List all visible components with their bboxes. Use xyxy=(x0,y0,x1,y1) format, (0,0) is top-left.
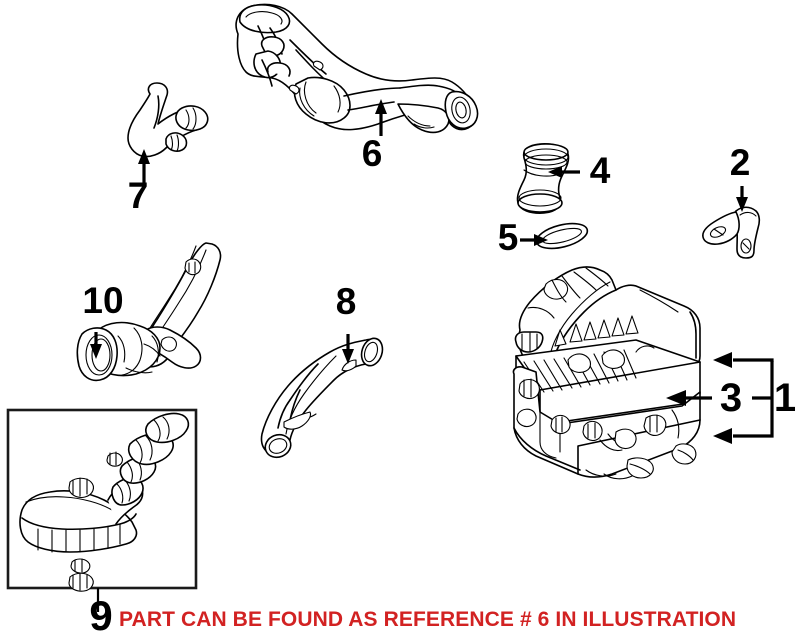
part-1-3-air-cleaner-assembly xyxy=(512,266,701,480)
callout-number-1: 1 xyxy=(774,376,796,420)
footnote-label: PART CAN BE FOUND AS REFERENCE # 6 IN IL… xyxy=(119,608,736,631)
part-10-air-inlet-snorkel xyxy=(76,242,222,382)
part-2-mounting-bracket xyxy=(702,186,761,259)
part-7-vacuum-hose-connector xyxy=(127,82,209,185)
arrowhead-7 xyxy=(138,149,150,164)
callout-number-3: 3 xyxy=(720,376,742,420)
arrowhead-1-bottom xyxy=(713,428,732,444)
part-5-seal-o-ring xyxy=(520,222,589,250)
callout-number-8: 8 xyxy=(336,281,357,322)
callout-group-1-3 xyxy=(666,352,774,444)
callout-number-7: 7 xyxy=(128,175,149,216)
resonator-ribs xyxy=(37,523,121,553)
part-4-intake-boot-sleeve xyxy=(516,143,580,214)
arrowhead-5 xyxy=(534,234,548,246)
arrowhead-10 xyxy=(90,344,102,359)
callout-number-9: 9 xyxy=(89,592,112,633)
arrowhead-1-top xyxy=(713,352,732,368)
filter-seal-teeth xyxy=(554,315,639,347)
part-8-air-intake-hose xyxy=(260,334,384,459)
callout-number-2: 2 xyxy=(730,142,751,183)
arrowhead-4 xyxy=(548,166,562,178)
part-6-air-intake-duct-upper xyxy=(235,3,479,136)
arrowhead-6 xyxy=(375,99,387,114)
part-9-resonator-detail xyxy=(19,412,190,592)
arrowhead-3 xyxy=(666,390,686,406)
callout-number-10: 10 xyxy=(82,280,123,321)
callout-number-6: 6 xyxy=(362,133,383,174)
arrowhead-8 xyxy=(342,349,354,364)
arrowhead-2 xyxy=(736,197,748,212)
callout-number-5: 5 xyxy=(498,217,519,258)
callout-number-4: 4 xyxy=(590,150,611,191)
